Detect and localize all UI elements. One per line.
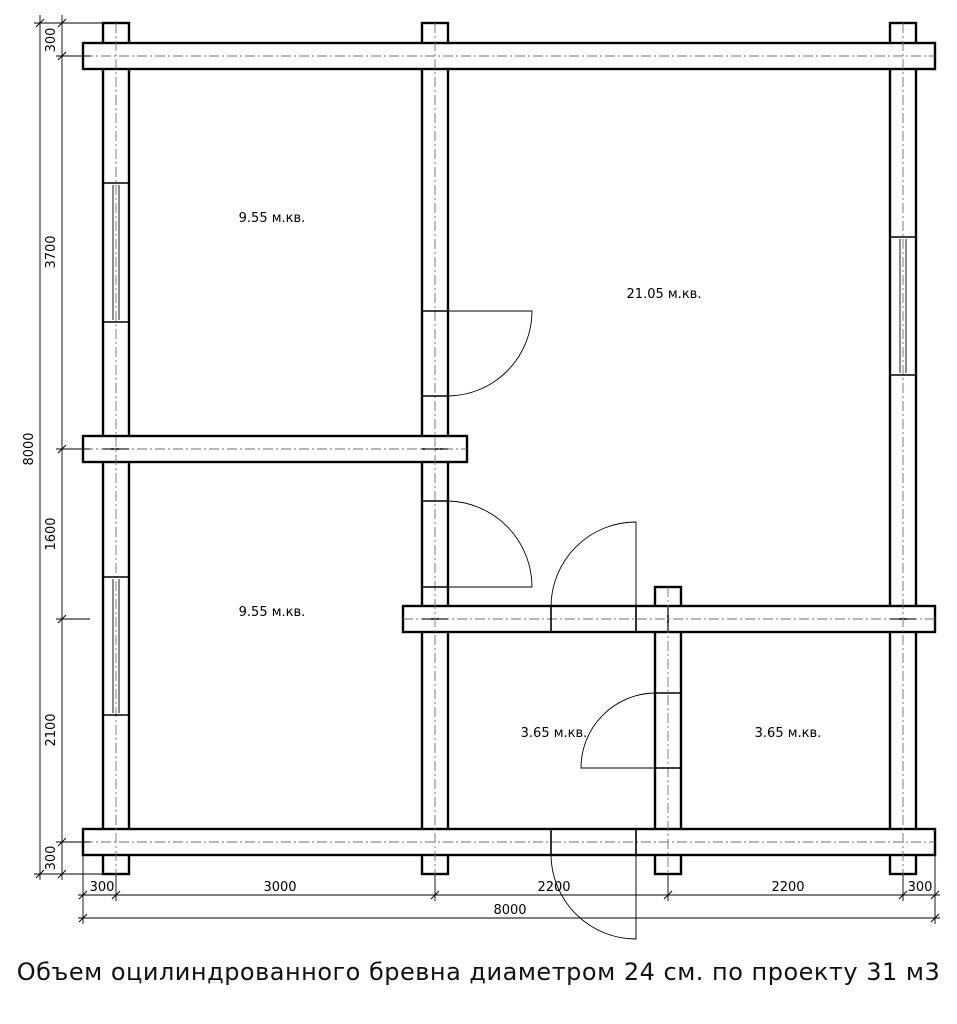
door-swing-2 <box>447 500 533 588</box>
footer-caption: Объем оцилиндрованного бревна диаметром … <box>16 958 941 986</box>
dim-v-total: 8000 <box>22 432 37 465</box>
room-label-3: 9.55 м.кв. <box>239 605 306 620</box>
door-swing-1 <box>447 310 533 397</box>
dim-h-a: 3000 <box>263 880 296 895</box>
dim-h-left: 300 <box>90 880 115 895</box>
dim-v-lower: 2100 <box>44 713 59 746</box>
window-left-lower <box>103 576 129 716</box>
door-swing-4 <box>580 692 656 769</box>
horizontal-dimensions <box>78 855 940 924</box>
room-label-2: 21.05 м.кв. <box>627 287 702 302</box>
dim-v-middle: 1600 <box>44 517 59 550</box>
door-swing-3 <box>550 521 637 607</box>
window-left-upper <box>103 182 129 323</box>
window-right <box>890 236 916 376</box>
log-joints <box>103 448 916 632</box>
room-label-5: 3.65 м.кв. <box>755 726 822 741</box>
room-label-1: 9.55 м.кв. <box>239 211 306 226</box>
door-openings <box>422 310 681 855</box>
dim-h-total: 8000 <box>493 903 526 918</box>
dim-h-right: 300 <box>908 880 933 895</box>
vertical-dimensions <box>34 15 103 880</box>
dim-h-c: 2200 <box>771 880 804 895</box>
axis-lines <box>83 23 935 875</box>
dim-v-bottom: 300 <box>44 846 59 871</box>
dim-v-top: 300 <box>44 28 59 53</box>
dim-v-upper: 3700 <box>44 235 59 268</box>
door-swing-entrance <box>550 854 637 940</box>
dim-h-b: 2200 <box>537 880 570 895</box>
room-label-4: 3.65 м.кв. <box>521 726 588 741</box>
